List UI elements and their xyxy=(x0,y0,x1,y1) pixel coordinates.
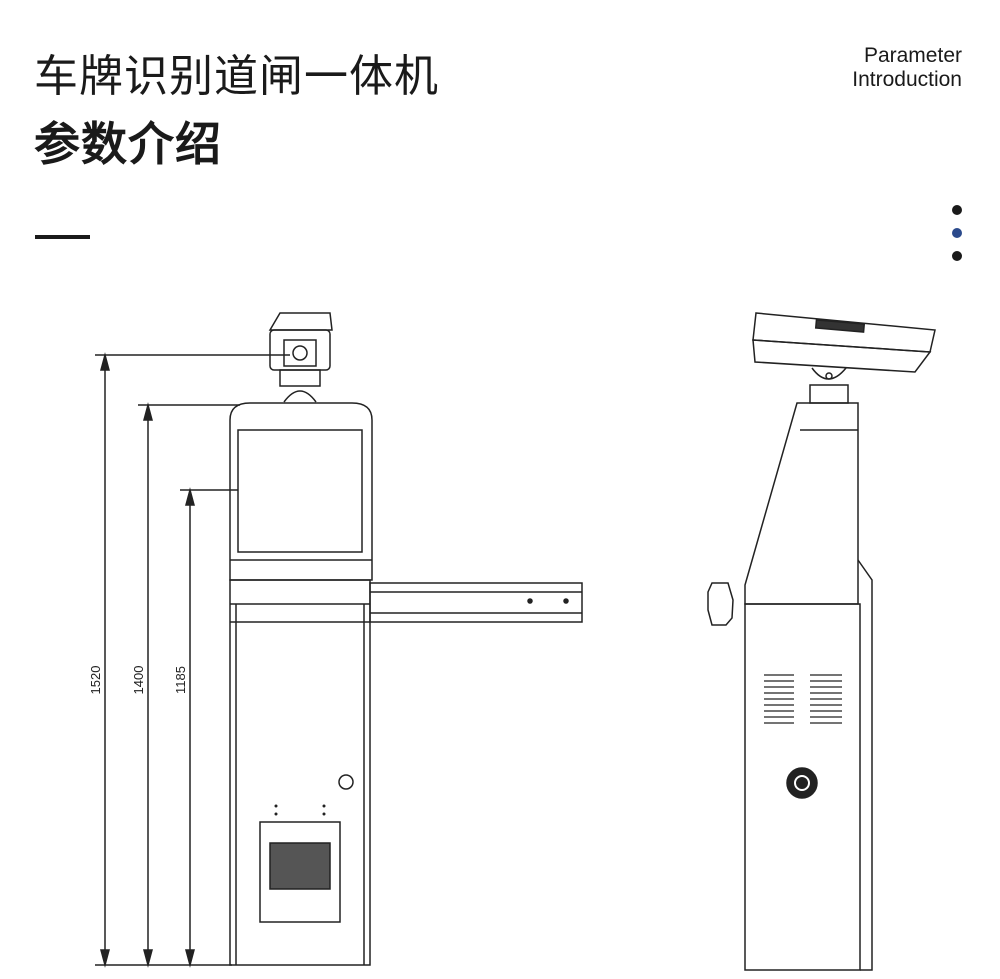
english-line-1: Parameter xyxy=(863,44,962,67)
dimension-lines xyxy=(95,352,290,968)
english-heading: Parameter Introduction xyxy=(852,44,962,92)
page-subtitle: 参数介绍 xyxy=(34,117,222,171)
dimension-1520: 1520 xyxy=(88,666,103,695)
front-view xyxy=(229,312,583,966)
sign-board-side xyxy=(752,312,936,380)
barrier-arm xyxy=(369,582,583,623)
divider-dash xyxy=(35,235,90,239)
pager-dot-3[interactable] xyxy=(952,251,962,261)
display-head xyxy=(229,402,373,581)
pager-dot-2-active[interactable] xyxy=(952,228,962,238)
dimension-1185: 1185 xyxy=(173,666,188,694)
camera-front xyxy=(268,312,333,403)
page-title: 车牌识别道闸一体机 xyxy=(34,51,439,102)
lock-icon xyxy=(338,774,354,790)
speaker-panel xyxy=(259,821,341,923)
display-screen xyxy=(237,429,363,553)
pager-dot-1[interactable] xyxy=(952,205,962,215)
side-view xyxy=(707,312,936,971)
cabinet-body xyxy=(229,579,371,966)
dimension-1400: 1400 xyxy=(131,666,146,695)
lock-icon-side xyxy=(786,767,818,799)
side-head xyxy=(744,402,859,605)
side-body xyxy=(744,603,861,971)
english-line-2: Introduction xyxy=(852,68,962,91)
vent-grille xyxy=(764,674,842,724)
side-arm-stub xyxy=(707,582,734,626)
